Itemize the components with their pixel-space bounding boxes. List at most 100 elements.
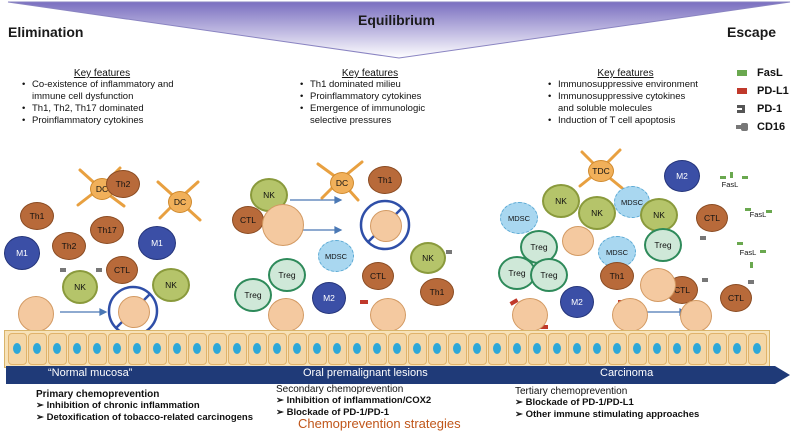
fasl-label: FasL (739, 247, 757, 257)
epithelial-cell (608, 333, 627, 365)
th2-cell: Th2 (52, 232, 86, 260)
epithelial-cell (308, 333, 327, 365)
nk-cell: NK (62, 270, 98, 304)
th1-cell: Th1 (600, 262, 634, 290)
ctl-cell: CTL (362, 262, 394, 290)
ctl-cell: CTL (696, 204, 728, 232)
m2-cell: M2 (560, 286, 594, 318)
legend: FasL PD-L1 PD-1 CD16 (735, 64, 789, 136)
list-item: Detoxification of tobacco-related carcin… (36, 412, 253, 424)
phase-banner (7, 1, 791, 59)
ctl-cell: CTL (232, 206, 264, 234)
key-features-title: Key features (73, 68, 131, 79)
treg-cell: Treg (268, 258, 306, 292)
epithelial-cell (348, 333, 367, 365)
legend-item-pd1: PD-1 (735, 100, 789, 118)
epithelial-cell (148, 333, 167, 365)
epithelial-cell (208, 333, 227, 365)
nk-cell: NK (152, 268, 190, 302)
tdc-cell: TDC (588, 160, 614, 182)
list-item: Th1 dominated milieu (300, 79, 440, 91)
epithelial-cell (108, 333, 127, 365)
treg-cell: Treg (498, 256, 536, 290)
cd16-icon (736, 123, 748, 131)
mdsc-cell: MDSC (318, 240, 354, 272)
list-item: Immunosuppressive cytokines and soluble … (548, 91, 703, 115)
stage-arrow (6, 366, 790, 384)
footer-title: Chemoprevention strategies (298, 416, 461, 431)
treg-cell: Treg (234, 278, 272, 312)
epithelial-cell (488, 333, 507, 365)
epithelial-cell (8, 333, 27, 365)
tumor-cell (262, 204, 304, 246)
tertiary-chemoprevention: Tertiary chemoprevention Blockade of PD-… (515, 386, 699, 421)
key-features-equilibrium: Key features Th1 dominated milieu Proinf… (300, 68, 440, 127)
epithelial-cell (668, 333, 687, 365)
epithelial-cell (328, 333, 347, 365)
list-item: Other immune stimulating approaches (515, 409, 700, 421)
list-item: Blockade of PD-1/PD-L1 (515, 397, 699, 409)
list-item: Blockade of PD-1/PD-1 (276, 407, 431, 419)
th2-cell: Th2 (106, 170, 140, 198)
m2-cell: M2 (312, 282, 346, 314)
mdsc-cell: MDSC (500, 202, 538, 234)
epithelial-cell (448, 333, 467, 365)
dc-cell: DC (168, 191, 192, 213)
epithelial-cell (248, 333, 267, 365)
legend-item-fasl: FasL (735, 64, 789, 82)
tumor-cell (370, 298, 406, 332)
epithelial-cell (628, 333, 647, 365)
th1-cell: Th1 (420, 278, 454, 306)
nk-cell: NK (542, 184, 580, 218)
stage-premalignant: Oral premalignant lesions (303, 367, 428, 379)
m2-cell: M2 (664, 160, 700, 192)
dc-cell: DC (330, 172, 354, 194)
legend-item-cd16: CD16 (735, 118, 789, 136)
tumor-cell (640, 268, 676, 302)
th17-cell: Th17 (90, 216, 124, 244)
prevention-title: Primary chemoprevention (36, 389, 160, 400)
ctl-cell: CTL (106, 256, 138, 284)
m1-cell: M1 (4, 236, 40, 270)
epithelial-cell (268, 333, 287, 365)
list-item: Th1, Th2, Th17 dominated (22, 103, 182, 115)
th1-cell: Th1 (368, 166, 402, 194)
legend-item-pdl1: PD-L1 (735, 82, 789, 100)
treg-cell: Treg (644, 228, 682, 262)
m1-cell: M1 (138, 226, 176, 260)
epithelial-cell (48, 333, 67, 365)
tumor-cell (562, 226, 594, 256)
key-features-escape: Key features Immunosuppressive environme… (548, 68, 703, 127)
epithelial-cell (528, 333, 547, 365)
epithelial-cell (288, 333, 307, 365)
secondary-chemoprevention: Secondary chemoprevention Inhibition of … (276, 384, 431, 419)
epithelial-cell (468, 333, 487, 365)
epithelial-cell (408, 333, 427, 365)
key-features-title: Key features (341, 68, 399, 79)
epithelial-cell (508, 333, 527, 365)
nk-cell: NK (410, 242, 446, 274)
epithelial-cell (28, 333, 47, 365)
epithelial-cell (588, 333, 607, 365)
tumor-cell (18, 296, 54, 332)
phase-equilibrium: Equilibrium (358, 12, 435, 28)
tumor-cell (680, 300, 712, 332)
epithelial-cell (388, 333, 407, 365)
epithelial-cell (368, 333, 387, 365)
stage-normal: “Normal mucosa” (48, 367, 133, 379)
epithelial-cell (228, 333, 247, 365)
nk-cell: NK (578, 196, 616, 230)
epithelial-cell (128, 333, 147, 365)
epithelial-cell (748, 333, 767, 365)
prevention-title: Secondary chemoprevention (276, 384, 404, 395)
nk-cell: NK (640, 198, 678, 232)
prevention-title: Tertiary chemoprevention (515, 386, 628, 397)
epithelial-cell (168, 333, 187, 365)
primary-chemoprevention: Primary chemoprevention Inhibition of ch… (36, 389, 253, 424)
list-item: Induction of T cell apoptosis (548, 115, 703, 127)
epithelial-cell (728, 333, 747, 365)
list-item: Proinflammatory cytokines (300, 91, 440, 103)
epithelial-cell (548, 333, 567, 365)
fasl-label: FasL (749, 209, 767, 219)
epithelial-cell (648, 333, 667, 365)
